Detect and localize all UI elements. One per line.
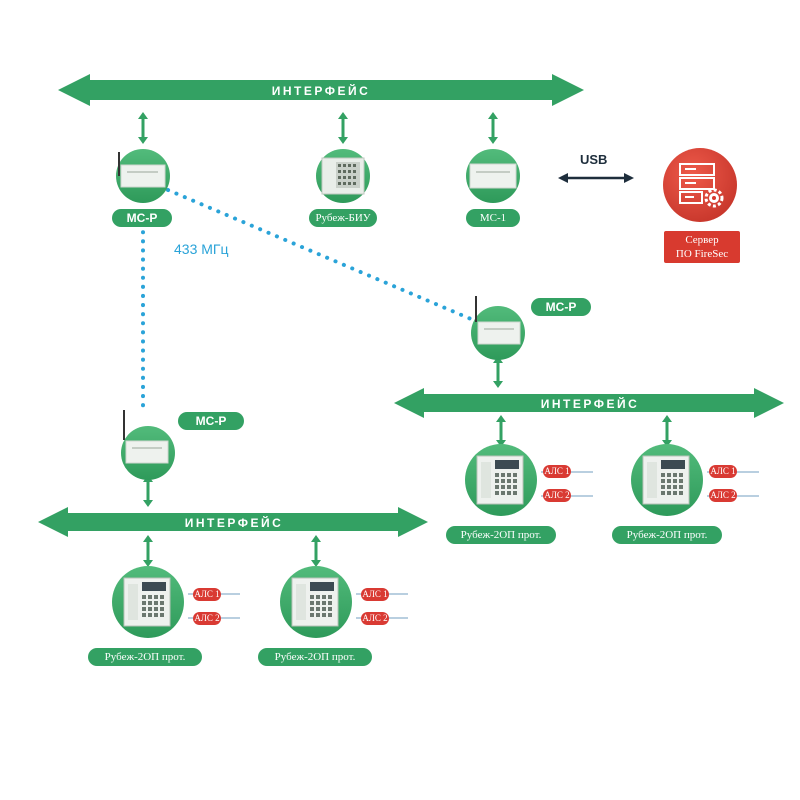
- label-panel-l2: Рубеж-2ОП прот.: [258, 648, 372, 666]
- link-arrow-mcp-right: [491, 354, 505, 390]
- device-mcp-top: [116, 149, 170, 203]
- device-mcp-right: [471, 296, 525, 360]
- panel-device-l2: [280, 566, 408, 638]
- link-arrow-panel-r1: [494, 413, 508, 449]
- panel-display-icon: [142, 582, 166, 591]
- module-box-icon: [125, 440, 169, 464]
- label-mc1: МС-1: [466, 209, 520, 227]
- module-box-icon: [120, 164, 166, 188]
- als2-badge-r1: АЛС 2: [543, 489, 571, 502]
- als2-badge-l1: АЛС 2: [193, 612, 221, 625]
- als2-badge-r2: АЛС 2: [709, 489, 737, 502]
- interface-bus-left-label: ИНТЕРФЕЙС: [185, 515, 284, 530]
- interface-bus-right: ИНТЕРФЕЙС: [394, 388, 784, 418]
- server-fire-sec: [663, 148, 737, 222]
- panel-display-icon: [310, 582, 334, 591]
- als1-badge-l1: АЛС 1: [193, 588, 221, 601]
- als2-badge-l2: АЛС 2: [361, 612, 389, 625]
- label-mcp-right: МС-Р: [531, 298, 591, 316]
- radio-link-diagonal: [166, 188, 480, 324]
- usb-link: [558, 173, 634, 183]
- server-label-line2: ПО FireSec: [675, 248, 729, 260]
- panel-keypad-icon: [142, 595, 164, 617]
- als1-badge-r2: АЛС 1: [709, 465, 737, 478]
- panel-display-icon: [495, 460, 519, 469]
- usb-arrow-right-icon: [624, 173, 634, 183]
- server-label-line1: Сервер: [685, 234, 719, 246]
- link-arrow-biu: [336, 110, 350, 146]
- label-panel-r1: Рубеж-2ОП прот.: [446, 526, 556, 544]
- als1-badge-l2: АЛС 1: [361, 588, 389, 601]
- link-arrow-panel-r2: [660, 413, 674, 449]
- device-biu: [316, 149, 370, 203]
- link-arrow-mcp-top: [136, 110, 150, 146]
- usb-arrow-left-icon: [558, 173, 568, 183]
- device-mcp-left: [121, 410, 175, 480]
- gear-icon: [704, 188, 724, 208]
- server-label: Сервер ПО FireSec: [664, 231, 740, 263]
- panel-display-icon: [661, 460, 685, 469]
- radio-frequency-label: 433 МГц: [174, 241, 229, 257]
- label-biu: Рубеж-БИУ: [309, 209, 377, 227]
- panel-keypad-icon: [661, 473, 683, 495]
- link-arrow-panel-l2: [309, 533, 323, 569]
- panel-device-r2: [631, 444, 759, 516]
- panel-device-l1: [112, 566, 240, 638]
- label-mcp-left: МС-Р: [178, 412, 244, 430]
- interface-bus-left: ИНТЕРФЕЙС: [38, 507, 428, 537]
- label-panel-r2: Рубеж-2ОП прот.: [612, 526, 722, 544]
- module-box-icon: [477, 321, 521, 345]
- interface-bus-top-label: ИНТЕРФЕЙС: [272, 83, 371, 98]
- panel-keypad-icon: [495, 473, 517, 495]
- usb-label: USB: [580, 152, 608, 167]
- control-panels: [112, 444, 759, 638]
- link-arrow-mc1: [486, 110, 500, 146]
- panel-device-r1: [465, 444, 593, 516]
- als1-badge-r1: АЛС 1: [543, 465, 571, 478]
- interface-bus-top: ИНТЕРФЕЙС: [58, 74, 584, 106]
- label-mcp-top: МС-Р: [112, 209, 172, 227]
- label-panel-l1: Рубеж-2ОП прот.: [88, 648, 202, 666]
- radio-links: [141, 188, 480, 416]
- link-arrow-panel-l1: [141, 533, 155, 569]
- device-mc1: [466, 149, 520, 203]
- server-icon: [679, 163, 715, 204]
- module-box-icon: [469, 163, 517, 189]
- panel-keypad-icon: [310, 595, 332, 617]
- interface-bus-right-label: ИНТЕРФЕЙС: [541, 396, 640, 411]
